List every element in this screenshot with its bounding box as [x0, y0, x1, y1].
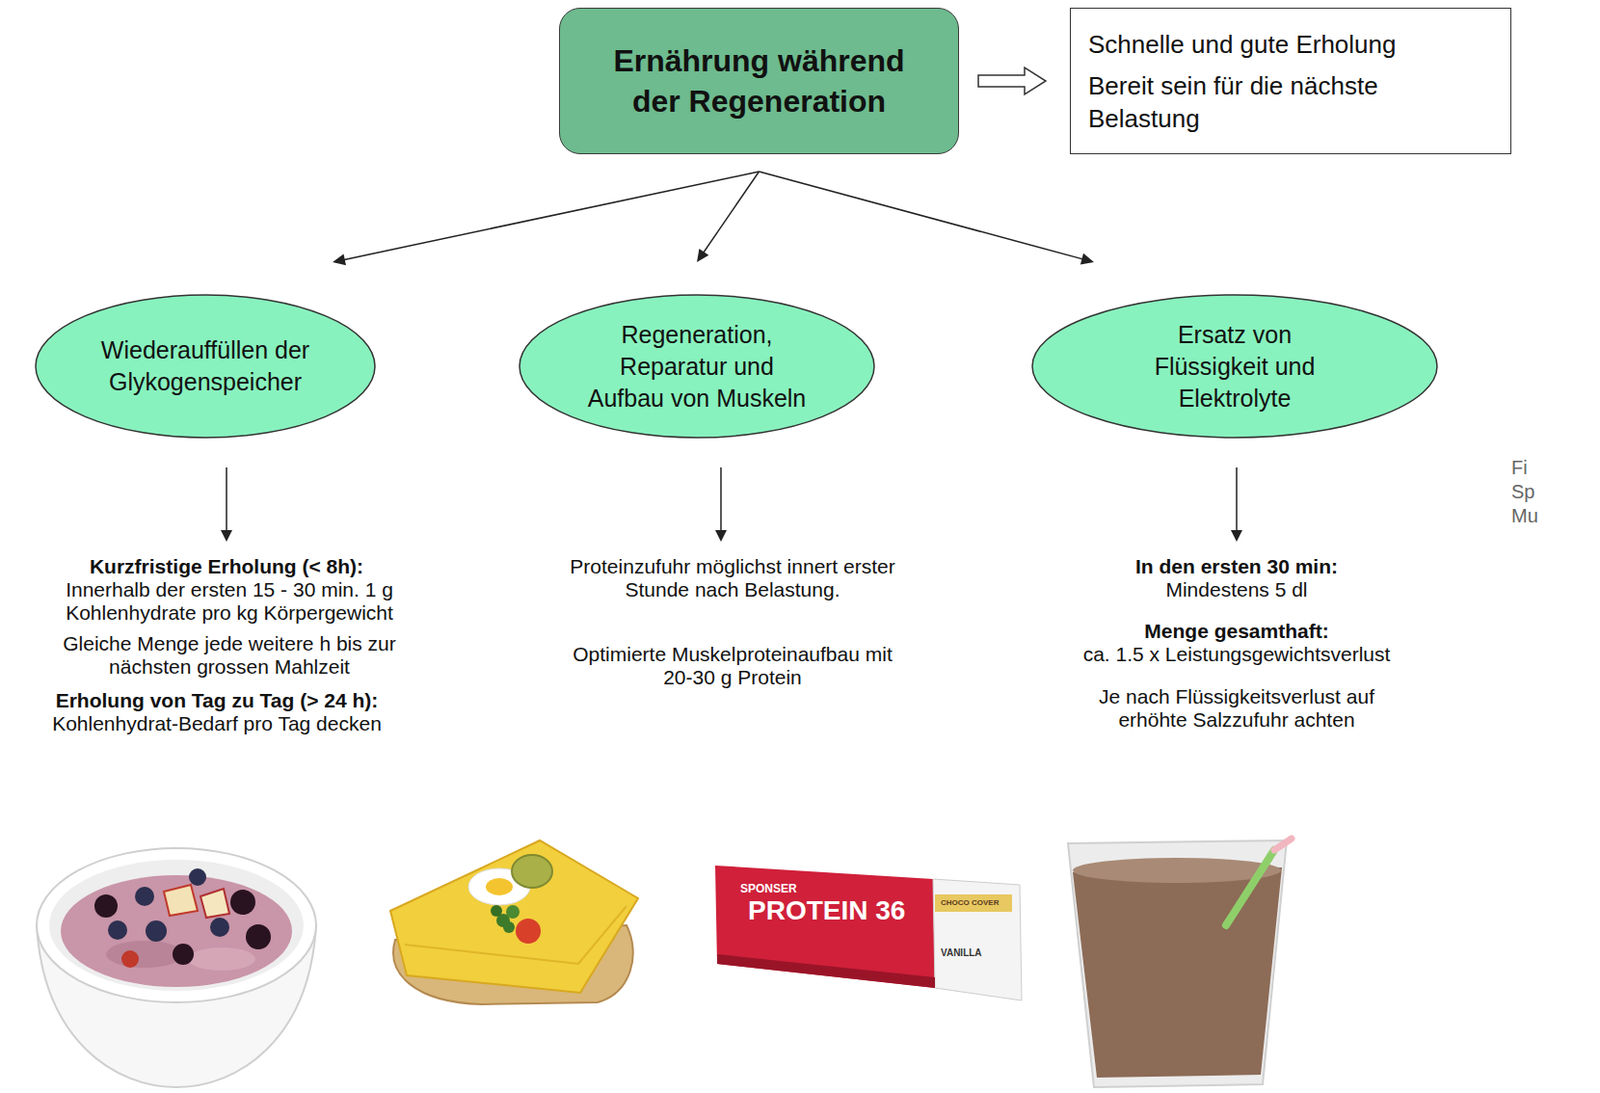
illustration-part	[225, 467, 228, 533]
illustration-part	[1067, 840, 1287, 1088]
node-text: Schnelle und gute Erholung	[1088, 27, 1407, 61]
cut-off-text: Mu	[1511, 504, 1579, 528]
illustration-part	[172, 943, 194, 965]
note-text: Gleiche Menge jede weitere h bis zur näc…	[46, 632, 413, 679]
illustration-part	[717, 954, 935, 988]
illustration-part	[107, 920, 128, 940]
note-text: Je nach Flüssigkeitsverlust auf erhöhte …	[1083, 685, 1390, 732]
illustration-part	[187, 947, 256, 971]
illustration-part	[503, 921, 515, 934]
illustration-part	[94, 894, 118, 918]
illustration-part	[490, 905, 503, 917]
porridge-bowl	[36, 848, 317, 1088]
topic-ellipse: Ersatz von Flüssigkeit und Elektrolyte	[1031, 293, 1439, 439]
illustration-part	[163, 884, 198, 916]
topic-ellipse: Regeneration, Reparatur und Aufbau von M…	[518, 293, 876, 439]
illustration-part	[106, 940, 184, 968]
ellipse-content: Regeneration, Reparatur und Aufbau von M…	[518, 293, 876, 439]
illustration-part	[715, 530, 727, 542]
chocolate-shake	[1067, 838, 1292, 1088]
cut-off-text: Sp	[1511, 480, 1579, 504]
illustration-part	[134, 886, 155, 907]
note-text: Erholung von Tag zu Tag (> 24 h):	[4, 689, 429, 713]
illustration-part	[145, 920, 167, 942]
illustration-part	[36, 848, 317, 1003]
illustration-part	[404, 906, 627, 964]
protein-bar	[715, 865, 1022, 1001]
ellipse-shape	[35, 294, 375, 438]
illustration-part	[60, 875, 293, 987]
connector-arrow	[696, 171, 760, 263]
node-text: Regeneration, Reparatur und Aufbau von M…	[583, 319, 811, 415]
cheese-bread	[390, 840, 639, 1005]
goal-box: Schnelle und gute ErholungBereit sein fü…	[1069, 7, 1512, 155]
note-text: Optimierte Muskelproteinaufbau mit 20-30…	[559, 642, 907, 690]
node-text: Wiederauffüllen der Glykogenspeicher	[80, 334, 331, 399]
connector-line	[342, 171, 760, 261]
product-text: CHOCO COVER	[940, 897, 1013, 909]
note-text: Menge gesamthaft:	[1014, 619, 1459, 643]
note-text: Kurzfristige Erholung (< 8h):	[14, 555, 439, 579]
illustration-part	[200, 888, 230, 918]
note-text: In den ersten 30 min:	[1014, 555, 1459, 579]
illustration-part	[245, 924, 271, 950]
ellipse-content: Wiederauffüllen der Glykogenspeicher	[34, 293, 376, 439]
illustration-part	[715, 865, 935, 988]
illustration-part	[230, 889, 256, 915]
illustration-part	[220, 530, 233, 542]
illustration-part	[1230, 530, 1243, 542]
illustration-part	[49, 859, 304, 991]
illustration-part	[1072, 867, 1282, 1078]
product-text: PROTEIN 36	[747, 894, 932, 928]
illustration-part	[933, 879, 1022, 1001]
illustration-part	[210, 917, 230, 937]
illustration-part	[720, 467, 722, 533]
illustration-part	[1235, 467, 1238, 533]
topic-ellipse: Wiederauffüllen der Glykogenspeicher	[34, 293, 376, 439]
illustration-part	[121, 950, 139, 968]
illustration-part	[1274, 838, 1292, 851]
note-text: Mindestens 5 dl	[1014, 578, 1459, 602]
illustration-part	[1072, 857, 1281, 883]
node-text: Ersatz von Flüssigkeit und Elektrolyte	[1138, 319, 1332, 415]
block-arrow	[978, 67, 1046, 95]
node-text: Bereit sein für die nächste Belastung	[1088, 69, 1407, 135]
note-text: Proteinzufuhr möglichst innert erster St…	[554, 555, 911, 602]
illustration-part	[188, 868, 207, 886]
illustration-part	[511, 854, 553, 888]
illustration-part	[390, 840, 639, 993]
connector-arrow	[332, 171, 759, 266]
arrowhead	[696, 248, 709, 263]
note-text: Kohlenhydrat-Bedarf pro Tag decken	[4, 712, 429, 736]
note-text: ca. 1.5 x Leistungsgewichtsverlust	[1014, 642, 1459, 667]
down-arrow	[220, 467, 1243, 542]
illustration-part	[485, 878, 513, 896]
node-text: Ernährung während der Regeneration	[600, 40, 919, 122]
connector-line	[702, 171, 760, 255]
title-box: Ernährung während der Regeneration	[559, 7, 960, 155]
ellipse-content: Ersatz von Flüssigkeit und Elektrolyte	[1031, 293, 1439, 439]
connector-line	[759, 171, 1086, 260]
ellipse-outline	[34, 293, 376, 439]
illustration-part	[934, 894, 1013, 912]
illustration-part	[506, 905, 520, 919]
illustration-part	[1226, 850, 1275, 926]
connector-arrow	[759, 171, 1094, 265]
illustration-part	[515, 918, 541, 944]
ellipse-shape	[519, 294, 875, 438]
product-text: VANILLA	[940, 946, 1013, 960]
ellipse-shape	[1032, 294, 1438, 438]
arrowhead	[332, 253, 347, 266]
note-text: Innerhalb der ersten 15 - 30 min. 1 g Ko…	[46, 578, 413, 625]
cut-off-text: Fi	[1511, 455, 1579, 480]
arrowhead	[1080, 253, 1094, 266]
block-arrow-shape	[978, 67, 1046, 95]
